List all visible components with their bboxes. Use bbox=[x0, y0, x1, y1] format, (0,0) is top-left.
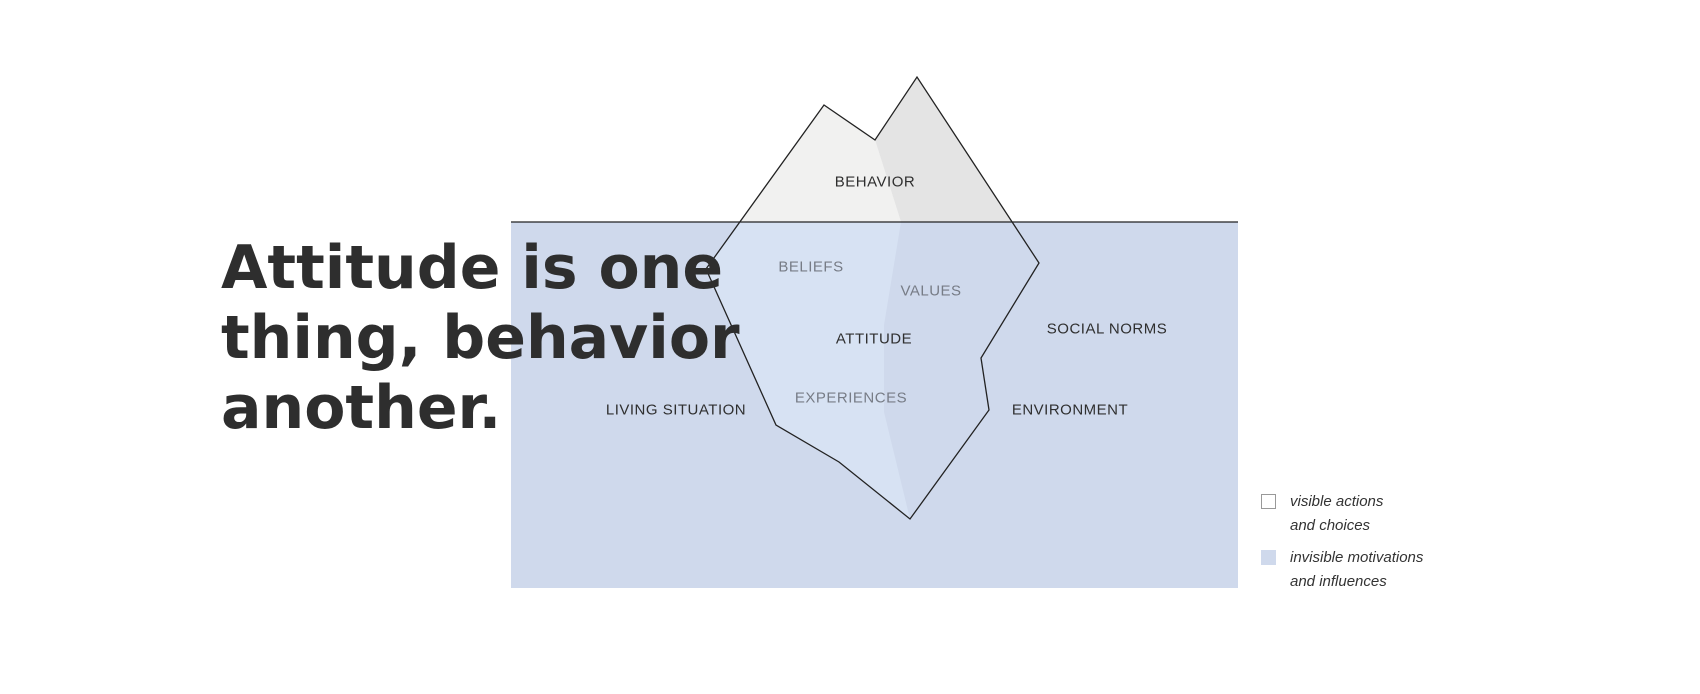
iceberg-tip-right bbox=[875, 77, 1012, 222]
headline: Attitude is one thing, behavior another. bbox=[221, 233, 740, 443]
headline-line: thing, behavior bbox=[221, 303, 740, 373]
label-beliefs: BELIEFS bbox=[778, 258, 844, 276]
legend-label: visible actions and choices bbox=[1290, 490, 1383, 538]
legend-line: invisible motivations bbox=[1290, 549, 1424, 566]
label-behavior: BEHAVIOR bbox=[834, 173, 916, 191]
iceberg-outline bbox=[705, 75, 1040, 520]
iceberg-tip-left bbox=[739, 105, 901, 222]
label-experiences: EXPERIENCES bbox=[794, 389, 908, 407]
label-environment: ENVIRONMENT bbox=[1011, 401, 1129, 419]
label-social-norms: SOCIAL NORMS bbox=[1046, 320, 1168, 338]
legend-swatch-white bbox=[1261, 494, 1276, 509]
headline-line: another. bbox=[221, 373, 502, 443]
label-values: VALUES bbox=[900, 282, 962, 300]
label-living-situation: LIVING SITUATION bbox=[605, 401, 747, 419]
legend-label: invisible motivations and influences bbox=[1290, 546, 1423, 594]
iceberg-underwater-left bbox=[706, 222, 910, 519]
legend-swatch-blue bbox=[1261, 550, 1276, 565]
label-attitude: ATTITUDE bbox=[835, 330, 913, 348]
headline-line: Attitude is one bbox=[221, 233, 724, 303]
legend-line: visible actions bbox=[1290, 493, 1384, 510]
legend-line: and influences bbox=[1290, 573, 1387, 590]
legend-line: and choices bbox=[1290, 517, 1371, 534]
